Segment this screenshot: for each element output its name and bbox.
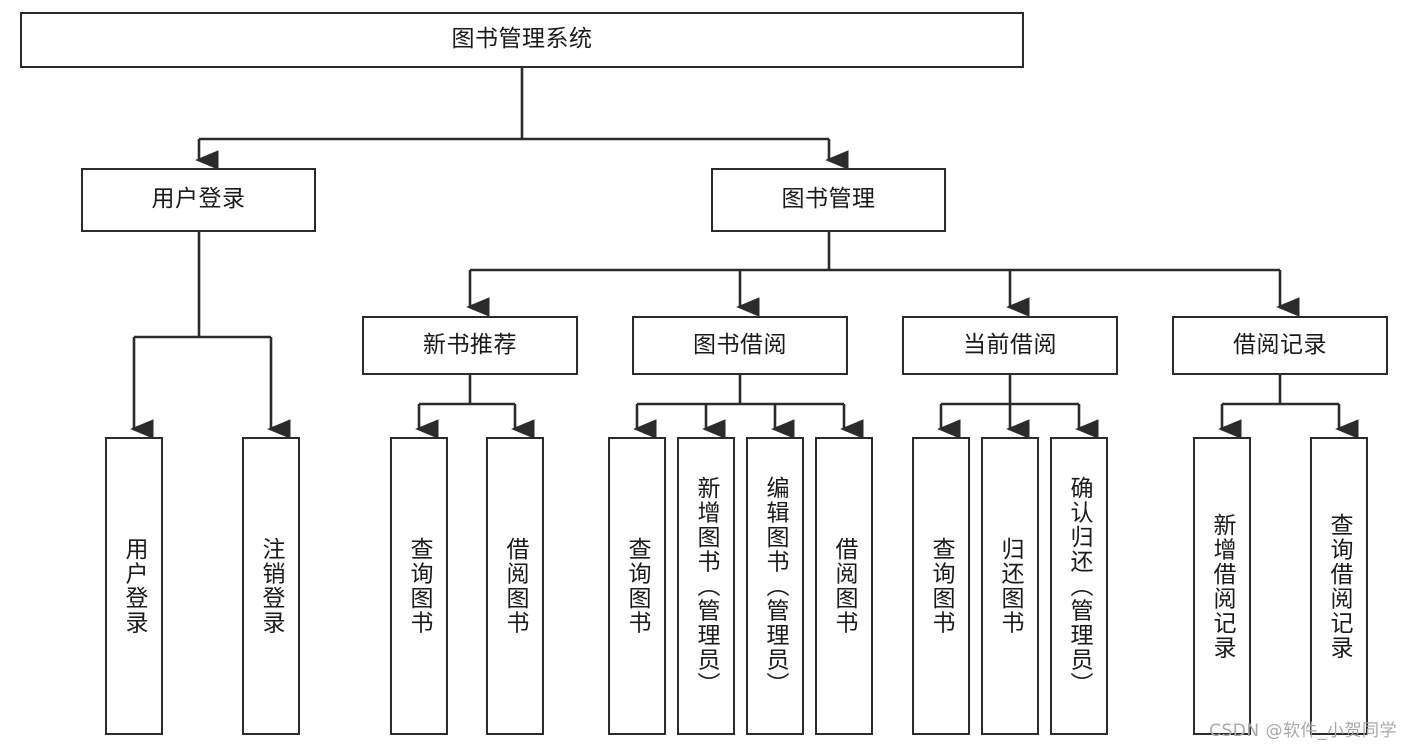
node-label: 注销登录 (258, 537, 285, 635)
node-label: 查询图书 (406, 537, 433, 635)
leaf-confirm-return-admin[interactable]: 确认归还（管理员） (1050, 437, 1108, 735)
node-new-book-recommend[interactable]: 新书推荐 (362, 316, 578, 375)
node-label: 借阅图书 (502, 537, 529, 635)
leaf-query-book-borrow[interactable]: 查询图书 (608, 437, 666, 735)
node-label: 用户登录 (151, 186, 246, 213)
node-book-borrow[interactable]: 图书借阅 (632, 316, 848, 375)
leaf-borrow-book-recommend[interactable]: 借阅图书 (486, 437, 544, 735)
node-label: 查询图书 (624, 537, 651, 635)
node-label: 归还图书 (997, 537, 1024, 635)
leaf-query-book-current[interactable]: 查询图书 (912, 437, 970, 735)
node-current-borrow[interactable]: 当前借阅 (902, 316, 1118, 375)
leaf-query-book-recommend[interactable]: 查询图书 (390, 437, 448, 735)
leaf-return-book[interactable]: 归还图书 (981, 437, 1039, 735)
node-label: 借阅记录 (1233, 331, 1327, 358)
leaf-logout-login[interactable]: 注销登录 (242, 437, 300, 735)
leaf-add-borrow-record[interactable]: 新增借阅记录 (1193, 437, 1251, 735)
node-label: 用户登录 (121, 537, 148, 635)
node-label: 确认归还（管理员） (1066, 475, 1093, 697)
node-label: 图书借阅 (693, 331, 787, 358)
node-label: 查询借阅记录 (1326, 512, 1353, 660)
leaf-edit-book-admin[interactable]: 编辑图书（管理员） (746, 437, 804, 735)
leaf-query-borrow-record[interactable]: 查询借阅记录 (1310, 437, 1368, 735)
node-label: 新书推荐 (423, 331, 517, 358)
leaf-user-login[interactable]: 用户登录 (105, 437, 163, 735)
node-root-book-management-system[interactable]: 图书管理系统 (20, 12, 1024, 68)
node-label: 新增借阅记录 (1209, 512, 1236, 660)
node-label: 新增图书（管理员） (693, 475, 720, 697)
node-user-login[interactable]: 用户登录 (81, 168, 316, 232)
node-label: 借阅图书 (831, 537, 858, 635)
leaf-add-book-admin[interactable]: 新增图书（管理员） (677, 437, 735, 735)
node-borrow-record[interactable]: 借阅记录 (1172, 316, 1388, 375)
node-label: 查询图书 (928, 537, 955, 635)
node-book-management[interactable]: 图书管理 (711, 168, 946, 232)
node-label: 当前借阅 (963, 331, 1057, 358)
node-label: 图书管理系统 (451, 26, 593, 53)
node-label: 图书管理 (781, 186, 876, 213)
node-label: 编辑图书（管理员） (762, 475, 789, 697)
leaf-borrow-book[interactable]: 借阅图书 (815, 437, 873, 735)
